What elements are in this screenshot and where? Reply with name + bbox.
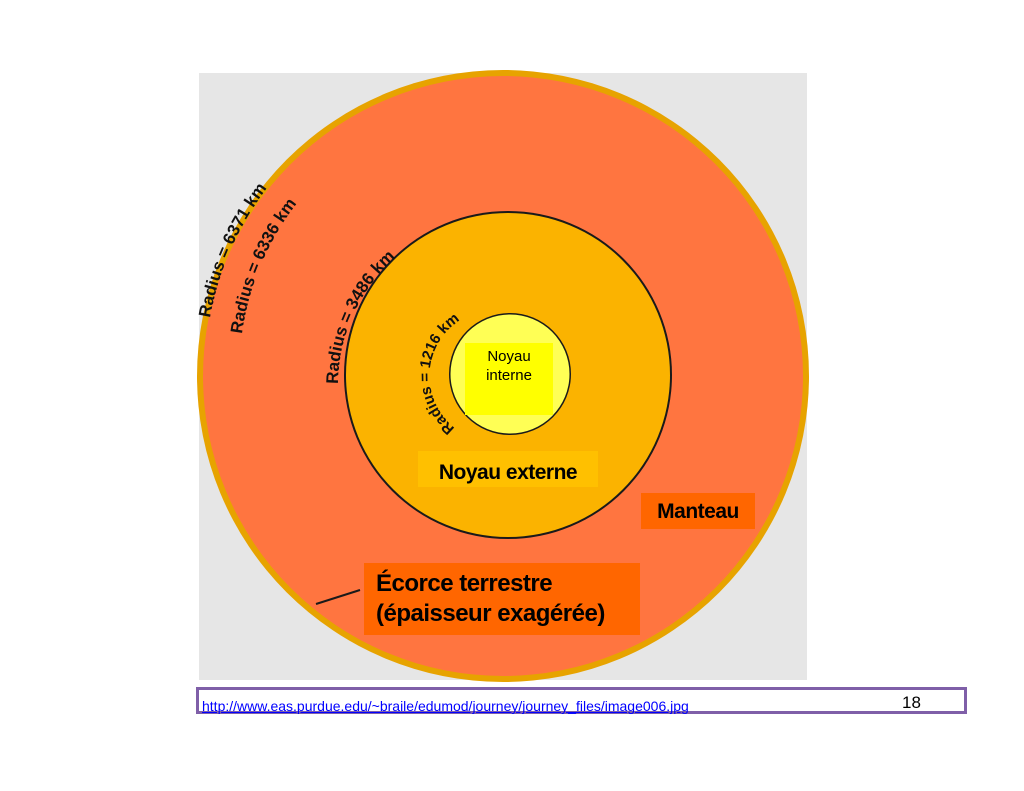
crust-pointer-line — [315, 589, 361, 605]
crust-label: Écorce terrestre (épaisseur exagérée) — [364, 563, 640, 635]
inner-core-label-line1: Noyau — [487, 348, 531, 365]
crust-label-line1: Écorce terrestre — [376, 570, 553, 597]
mantle-label: Manteau — [641, 493, 755, 529]
crust-label-line2: (épaisseur exagérée) — [376, 600, 605, 627]
inner-core-label: Noyau interne — [465, 343, 553, 415]
outer-core-label: Noyau externe — [418, 451, 598, 487]
inner-core-label-line2: interne — [486, 367, 532, 384]
source-url-link[interactable]: http://www.eas.purdue.edu/~braile/edumod… — [202, 698, 689, 714]
page-number: 18 — [902, 693, 921, 712]
source-footer: http://www.eas.purdue.edu/~braile/edumod… — [196, 687, 967, 714]
